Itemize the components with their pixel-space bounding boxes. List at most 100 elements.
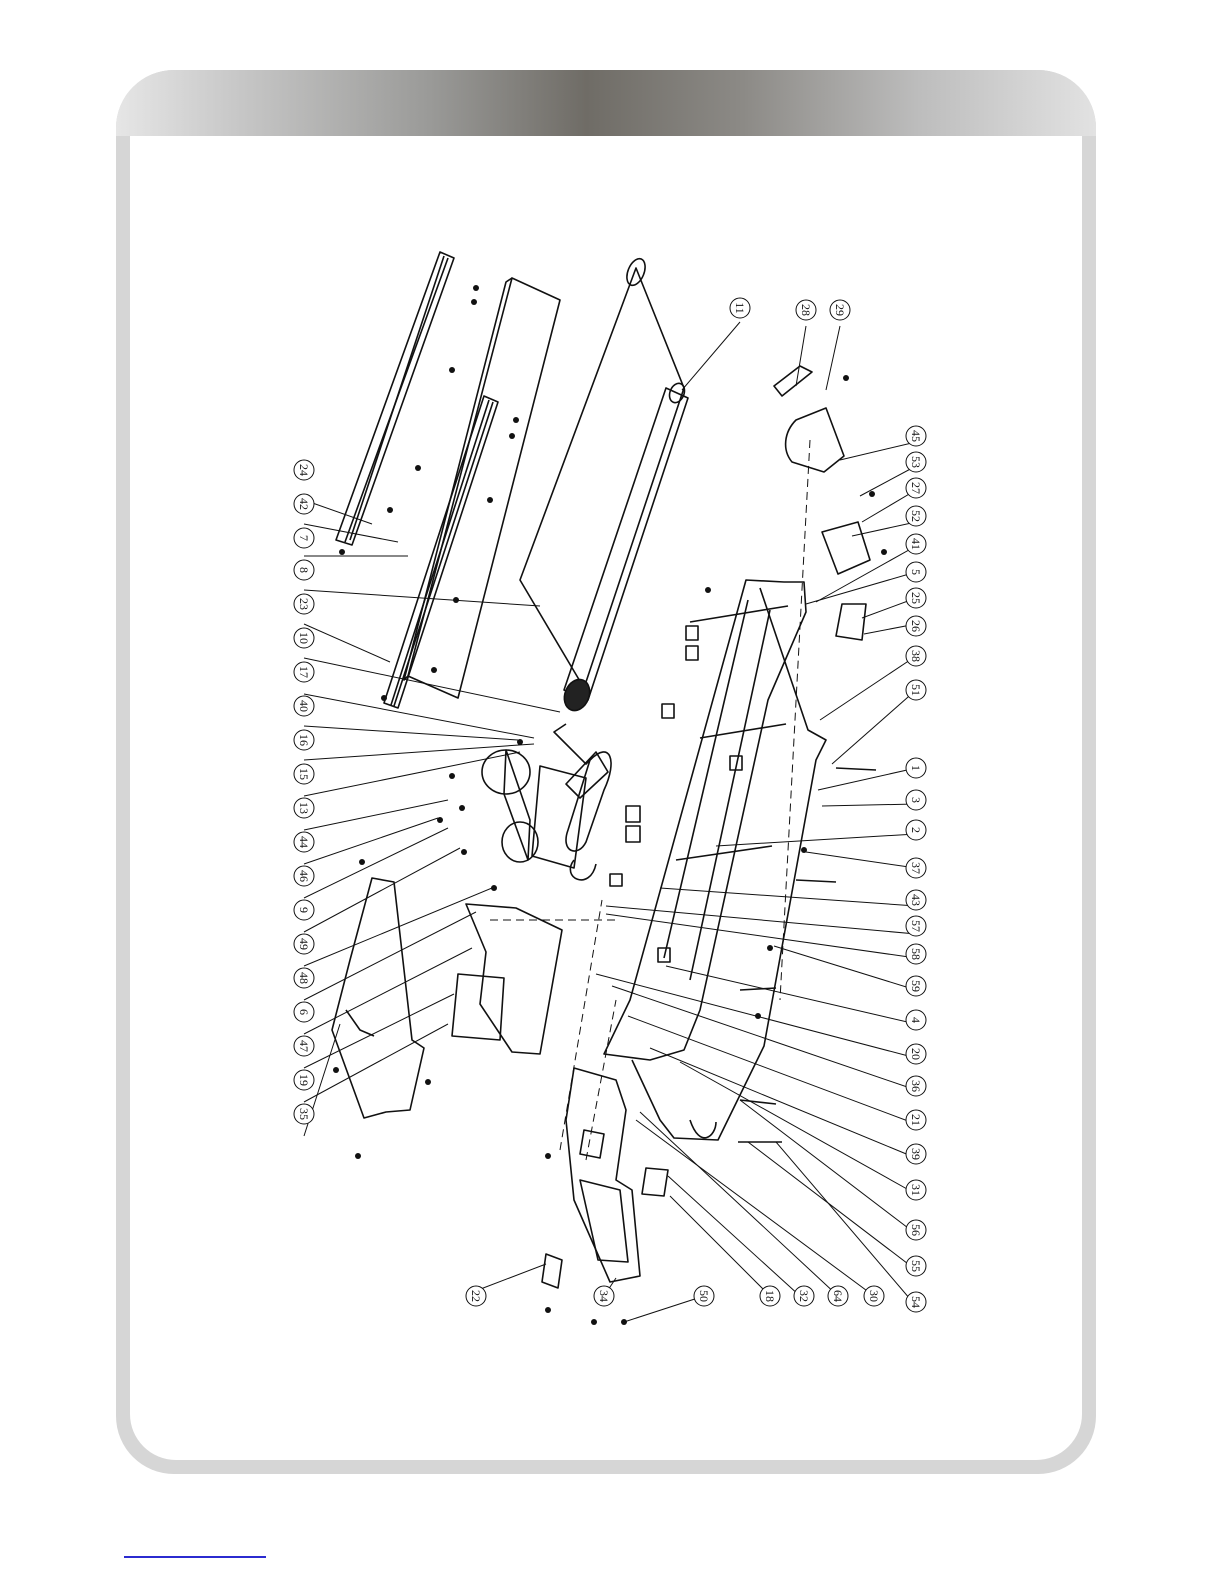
callout-15: 15 [294, 764, 314, 784]
svg-text:50: 50 [697, 1290, 711, 1302]
callout-16: 16 [294, 730, 314, 750]
callout-64: 64 [828, 1286, 848, 1306]
svg-text:32: 32 [797, 1290, 811, 1302]
front-cover [786, 408, 844, 472]
callout-18: 18 [760, 1286, 780, 1306]
svg-text:57: 57 [909, 920, 923, 932]
svg-text:58: 58 [909, 948, 923, 960]
svg-text:30: 30 [867, 1290, 881, 1302]
svg-text:27: 27 [909, 482, 923, 494]
end-cap-left [822, 522, 870, 574]
svg-text:56: 56 [909, 1224, 923, 1236]
svg-text:51: 51 [909, 684, 923, 696]
svg-text:23: 23 [297, 598, 311, 610]
callout-24: 24 [294, 460, 314, 480]
callout-51: 51 [906, 680, 926, 700]
callout-42: 42 [294, 494, 314, 514]
callout-37: 37 [906, 858, 926, 878]
callout-22: 22 [466, 1286, 486, 1306]
callouts-top: 11 28 29 [730, 298, 850, 320]
svg-text:28: 28 [799, 304, 813, 316]
svg-text:18: 18 [763, 1290, 777, 1302]
callout-48: 48 [294, 968, 314, 988]
callouts-bottom: 22 34 50 18 32 64 30 [466, 1286, 884, 1306]
svg-text:44: 44 [297, 836, 311, 848]
svg-text:43: 43 [909, 894, 923, 906]
svg-text:59: 59 [909, 980, 923, 992]
svg-text:42: 42 [297, 498, 311, 510]
callout-20: 20 [906, 1044, 926, 1064]
bracket-18 [642, 1168, 668, 1196]
motor-cover [332, 878, 424, 1118]
callout-10: 10 [294, 628, 314, 648]
running-belt [520, 268, 684, 688]
callout-3: 3 [906, 790, 926, 810]
callout-36: 36 [906, 1076, 926, 1096]
svg-text:38: 38 [909, 650, 923, 662]
svg-text:5: 5 [909, 569, 923, 575]
assembly-guide-lines [490, 440, 810, 1160]
callout-45: 45 [906, 426, 926, 446]
callout-13: 13 [294, 798, 314, 818]
svg-text:53: 53 [909, 456, 923, 468]
svg-text:8: 8 [297, 567, 311, 573]
callout-6: 6 [294, 1002, 314, 1022]
callout-17: 17 [294, 662, 314, 682]
fasteners [333, 285, 887, 1325]
callout-31: 31 [906, 1180, 926, 1200]
svg-text:37: 37 [909, 862, 923, 874]
svg-text:22: 22 [469, 1290, 483, 1302]
callout-8: 8 [294, 560, 314, 580]
diagram-linework [332, 252, 876, 1288]
callout-19: 19 [294, 1070, 314, 1090]
controller-pcb [452, 974, 504, 1040]
control-board-panel [466, 904, 562, 1054]
callout-59: 59 [906, 976, 926, 996]
callout-50: 50 [694, 1286, 714, 1306]
svg-text:35: 35 [297, 1108, 311, 1120]
svg-text:36: 36 [909, 1080, 923, 1092]
svg-text:3: 3 [909, 797, 923, 803]
svg-text:9: 9 [297, 907, 311, 913]
svg-text:24: 24 [297, 464, 311, 476]
callout-44: 44 [294, 832, 314, 852]
callout-43: 43 [906, 890, 926, 910]
callout-7: 7 [294, 528, 314, 548]
callout-38: 38 [906, 646, 926, 666]
svg-text:54: 54 [909, 1296, 923, 1308]
svg-text:34: 34 [597, 1290, 611, 1302]
svg-text:15: 15 [297, 768, 311, 780]
svg-text:40: 40 [297, 700, 311, 712]
callout-52: 52 [906, 506, 926, 526]
callout-35: 35 [294, 1104, 314, 1124]
console-hood [566, 1068, 640, 1282]
callout-32: 32 [794, 1286, 814, 1306]
svg-text:11: 11 [733, 302, 747, 314]
svg-text:21: 21 [909, 1114, 923, 1126]
callout-5: 5 [906, 562, 926, 582]
callout-57: 57 [906, 916, 926, 936]
callout-25: 25 [906, 588, 926, 608]
callout-46: 46 [294, 866, 314, 886]
svg-text:45: 45 [909, 430, 923, 442]
callout-28: 28 [796, 300, 816, 320]
callout-55: 55 [906, 1256, 926, 1276]
svg-text:17: 17 [297, 666, 311, 678]
svg-text:47: 47 [297, 1040, 311, 1052]
side-rail-upper [336, 252, 454, 545]
svg-text:55: 55 [909, 1260, 923, 1272]
running-deck [408, 278, 560, 698]
callout-21: 21 [906, 1110, 926, 1130]
callout-53: 53 [906, 452, 926, 472]
callout-27: 27 [906, 478, 926, 498]
callout-4: 4 [906, 1010, 926, 1030]
keypad-22 [542, 1254, 562, 1288]
svg-text:46: 46 [297, 870, 311, 882]
svg-text:7: 7 [297, 535, 311, 541]
svg-text:49: 49 [297, 938, 311, 950]
svg-text:1: 1 [909, 765, 923, 771]
callout-49: 49 [294, 934, 314, 954]
footer-rule [124, 1556, 266, 1558]
callout-9: 9 [294, 900, 314, 920]
